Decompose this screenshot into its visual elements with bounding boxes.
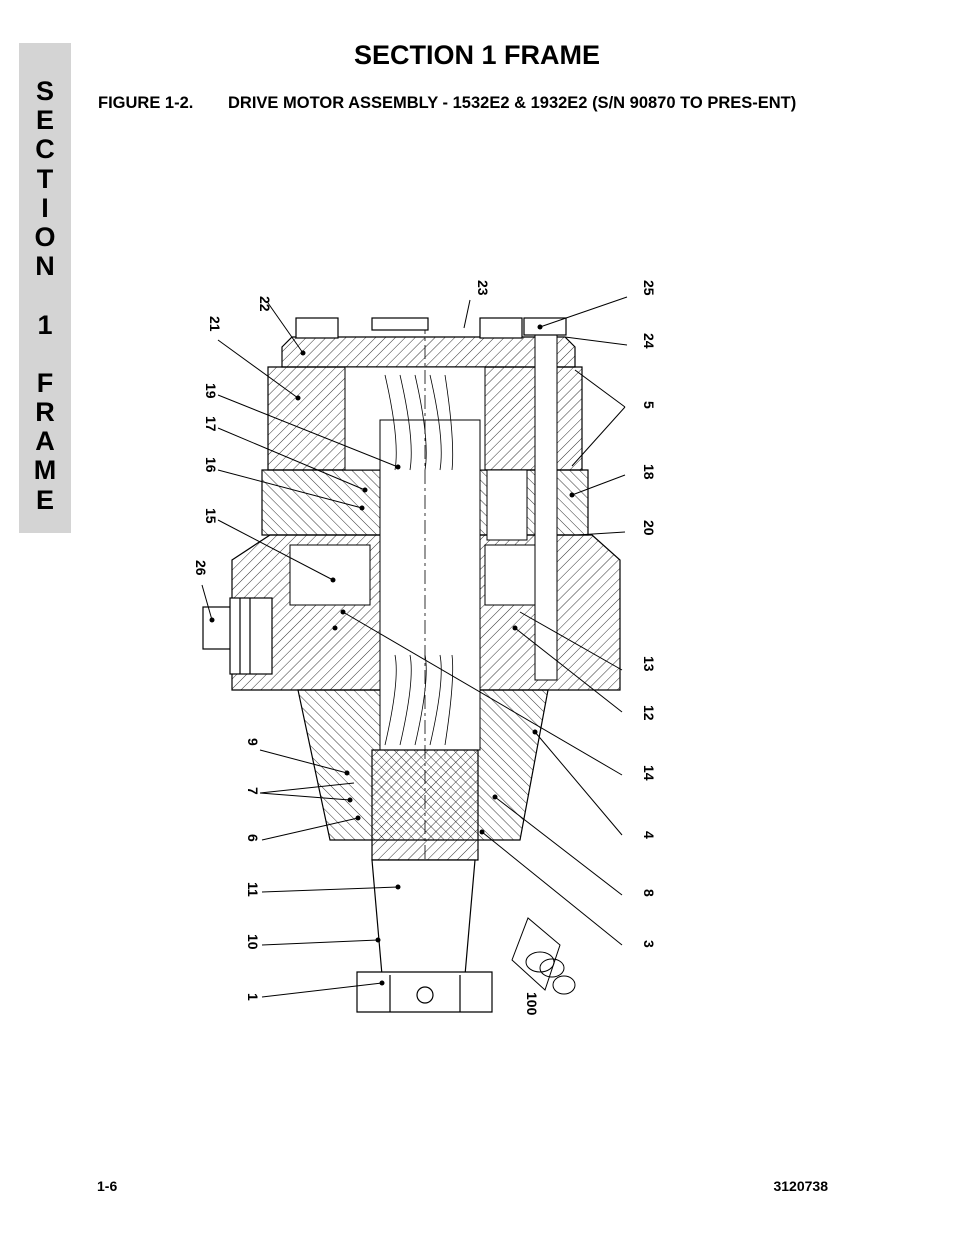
callout-label: 20 [641,520,657,536]
callout-label: 10 [245,934,261,950]
callout-labels: 22 21 19 17 16 15 26 23 25 24 5 18 20 13… [193,280,657,1016]
callout-label: 1 [245,993,261,1001]
callout-label: 17 [203,416,219,432]
figure-number: FIGURE 1-2. [98,94,194,112]
side-tab-letter: O [34,221,56,252]
leader-lines [201,296,628,998]
internal-cavities [289,334,558,751]
page-number: 1-6 [97,1178,118,1194]
figure-caption: FIGURE 1-2. DRIVE MOTOR ASSEMBLY - 1532E2… [98,93,848,114]
callout-label: 12 [641,705,657,721]
callout-label: 16 [203,457,219,473]
callout-label: 23 [475,280,491,296]
callout-label: 5 [641,401,657,409]
bolt-heads [295,317,567,339]
side-tab-letter: T [36,163,54,194]
side-tab-letter: N [35,251,55,282]
section-side-tab: S E C T I O N 1 F R A M E [19,43,71,533]
side-tab-letter: 1 [37,309,53,340]
side-tab-letter: F [36,367,54,398]
callout-label: 15 [203,508,219,524]
side-tab-letter: E [35,105,54,136]
side-tab-letter: M [33,455,57,486]
side-tab-letter: S [35,76,54,106]
callout-dots [209,324,575,986]
callout-label: 14 [641,765,657,781]
callout-label: 19 [203,383,219,399]
callout-label: 3 [641,940,657,948]
figure-title: DRIVE MOTOR ASSEMBLY - 1532E2 & 1932E2 (… [228,94,797,112]
page-title: SECTION 1 FRAME [353,40,601,70]
callout-label: 4 [641,831,657,839]
side-tab-letter: R [35,397,55,428]
callout-label: 11 [245,882,261,897]
callout-label: 18 [641,464,657,480]
callout-label: 25 [641,280,657,296]
callout-label: 100 [524,992,540,1016]
callout-label: 8 [641,889,657,897]
document-number: 3120738 [773,1178,828,1194]
side-tab-letter: I [41,192,49,223]
callout-label: 26 [193,560,209,576]
callout-label: 24 [641,333,657,349]
callout-label: 9 [245,738,261,746]
side-tab-letter: A [35,426,55,457]
side-tab-letter: C [35,134,55,165]
callout-label: 21 [207,316,223,332]
side-tab-letter: E [35,484,54,515]
lower-shaft [356,749,493,1013]
callout-label: 22 [257,296,273,312]
side-tab-letters: S E C T I O N 1 F R A M E [19,76,71,515]
callout-label: 7 [245,787,261,795]
callout-label: 13 [641,656,657,672]
seal-kit-icon [511,917,576,995]
plug-fitting [202,597,273,675]
callout-label: 6 [245,834,261,842]
